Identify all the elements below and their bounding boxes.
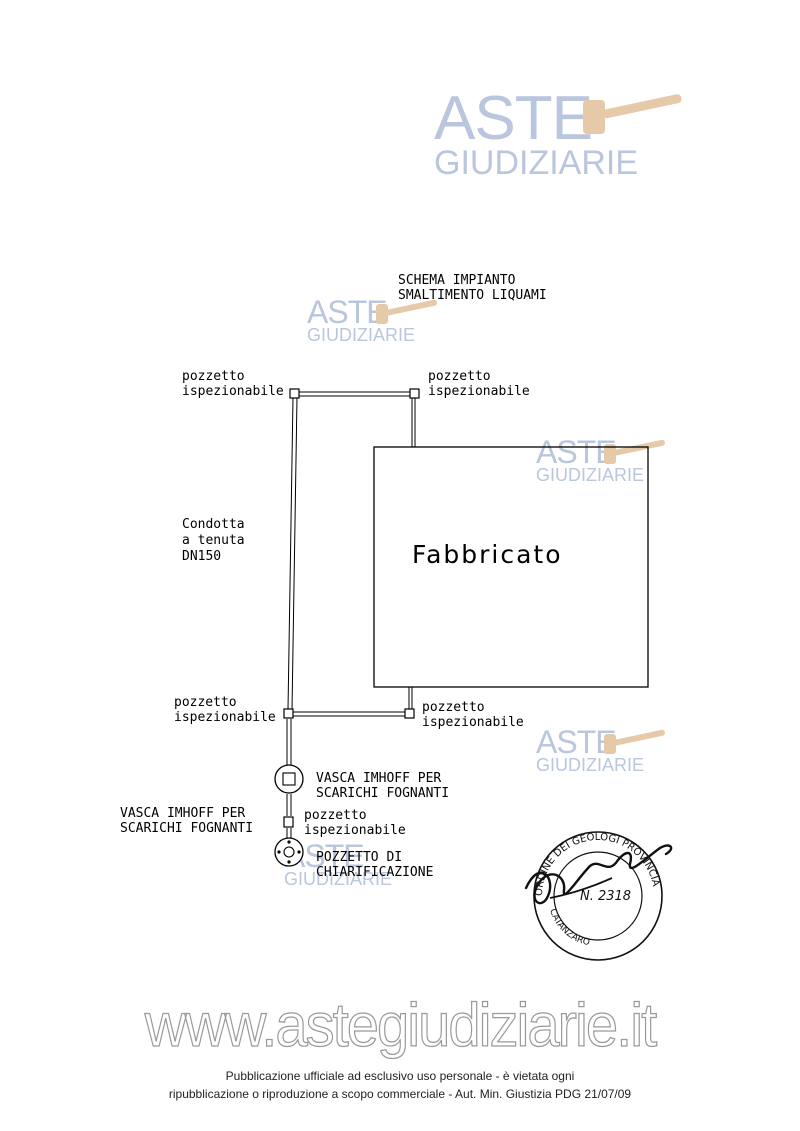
giudiziarie-text: GIUDIZIARIE bbox=[434, 144, 639, 182]
aste-watermark-building: ASTE GIUDIZIARIE bbox=[536, 436, 644, 484]
stamp-number: N. 2318 bbox=[580, 889, 631, 904]
aste-text: ASTE bbox=[536, 434, 617, 470]
pozzetto-top-right bbox=[409, 388, 420, 399]
giudiziarie-text: GIUDIZIARIE bbox=[536, 755, 645, 775]
pozzetto-top-left bbox=[289, 388, 300, 399]
building-label: Fabbricato bbox=[412, 540, 563, 569]
aste-text: ASTE bbox=[307, 294, 388, 330]
vasca-imhoff bbox=[274, 764, 304, 794]
pozzetto-chiarificazione bbox=[274, 837, 304, 867]
aste-text: ASTE bbox=[434, 84, 593, 153]
giudiziarie-text: GIUDIZIARIE bbox=[307, 325, 416, 345]
footer-line-1: Pubblicazione ufficiale ad esclusivo uso… bbox=[225, 1069, 575, 1083]
gavel-icon bbox=[604, 729, 665, 754]
pozzetto-bottom-right bbox=[404, 708, 415, 719]
footer-line-2: ripubblicazione o riproduzione a scopo c… bbox=[168, 1087, 632, 1101]
aste-watermark-right: ASTE GIUDIZIARIE bbox=[536, 726, 644, 774]
pozzetto-lower bbox=[283, 816, 294, 828]
gavel-icon bbox=[583, 94, 682, 134]
gavel-icon bbox=[376, 299, 437, 324]
aste-watermark-top: ASTE GIUDIZIARIE bbox=[434, 84, 639, 182]
giudiziarie-text: GIUDIZIARIE bbox=[284, 869, 393, 889]
site-url-watermark: www.astegiudiziarie.it bbox=[144, 991, 658, 1061]
building-outline bbox=[373, 446, 649, 688]
professional-stamp: ORDINE DEI GEOLOGI PROVINCIA CATANZARO N… bbox=[524, 831, 673, 961]
aste-text: ASTE bbox=[536, 724, 617, 760]
giudiziarie-text: GIUDIZIARIE bbox=[536, 465, 645, 485]
aste-watermark-title: ASTE GIUDIZIARIE bbox=[307, 296, 415, 344]
pozzetto-bottom-left bbox=[283, 708, 294, 719]
